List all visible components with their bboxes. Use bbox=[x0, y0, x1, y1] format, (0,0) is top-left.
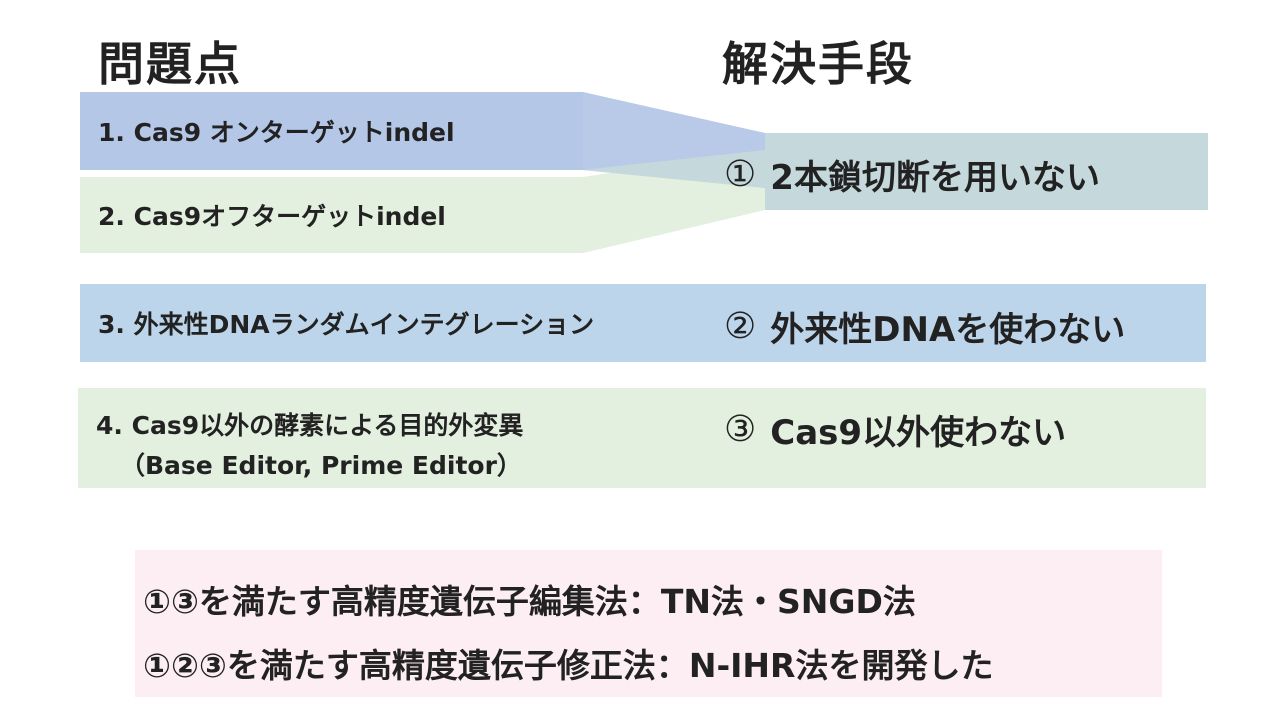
problem-4: 4. Cas9以外の酵素による目的外変異 （Base Editor, Prime… bbox=[78, 388, 1206, 488]
solution-2: ② 外来性DNAを使わない bbox=[724, 302, 1125, 351]
problem-3-label: 3. 外来性DNAランダムインテグレーション bbox=[98, 310, 595, 339]
solution-1-label: 2本鎖切断を用いない bbox=[770, 158, 1100, 198]
problems-heading: 問題点 bbox=[98, 37, 242, 91]
solution-3-number: ③ bbox=[724, 409, 757, 450]
problem-2: 2. Cas9オフターゲットindel bbox=[80, 177, 583, 253]
problem-1: 1. Cas9 オンターゲットindel bbox=[80, 92, 583, 170]
connector-overlap bbox=[583, 150, 765, 188]
solution-1-box bbox=[765, 133, 1208, 210]
solution-1: ① 2本鎖切断を用いない bbox=[724, 150, 1100, 199]
problem-4-label: 4. Cas9以外の酵素による目的外変異 bbox=[96, 411, 524, 440]
solution-2-number: ② bbox=[724, 306, 757, 347]
solution-3-label: Cas9以外使わない bbox=[770, 413, 1067, 453]
problem-4-sub: （Base Editor, Prime Editor） bbox=[120, 451, 522, 480]
problem-3: 3. 外来性DNAランダムインテグレーション bbox=[80, 284, 1206, 362]
solutions-heading: 解決手段 bbox=[722, 37, 914, 91]
solution-3: ③ Cas9以外使わない bbox=[724, 405, 1066, 454]
summary-line-1: ①③を満たす高精度遺伝子編集法：TN法・SNGD法 bbox=[143, 582, 916, 621]
problem-2-label: 2. Cas9オフターゲットindel bbox=[98, 202, 446, 231]
problem-1-label: 1. Cas9 オンターゲットindel bbox=[98, 118, 455, 147]
solution-1-number: ① bbox=[724, 154, 757, 195]
summary-box: ①③を満たす高精度遺伝子編集法：TN法・SNGD法 ①②③を満たす高精度遺伝子修… bbox=[135, 550, 1162, 697]
solution-2-label: 外来性DNAを使わない bbox=[770, 310, 1126, 350]
summary-line-2: ①②③を満たす高精度遺伝子修正法：N-IHR法を開発した bbox=[143, 646, 994, 685]
